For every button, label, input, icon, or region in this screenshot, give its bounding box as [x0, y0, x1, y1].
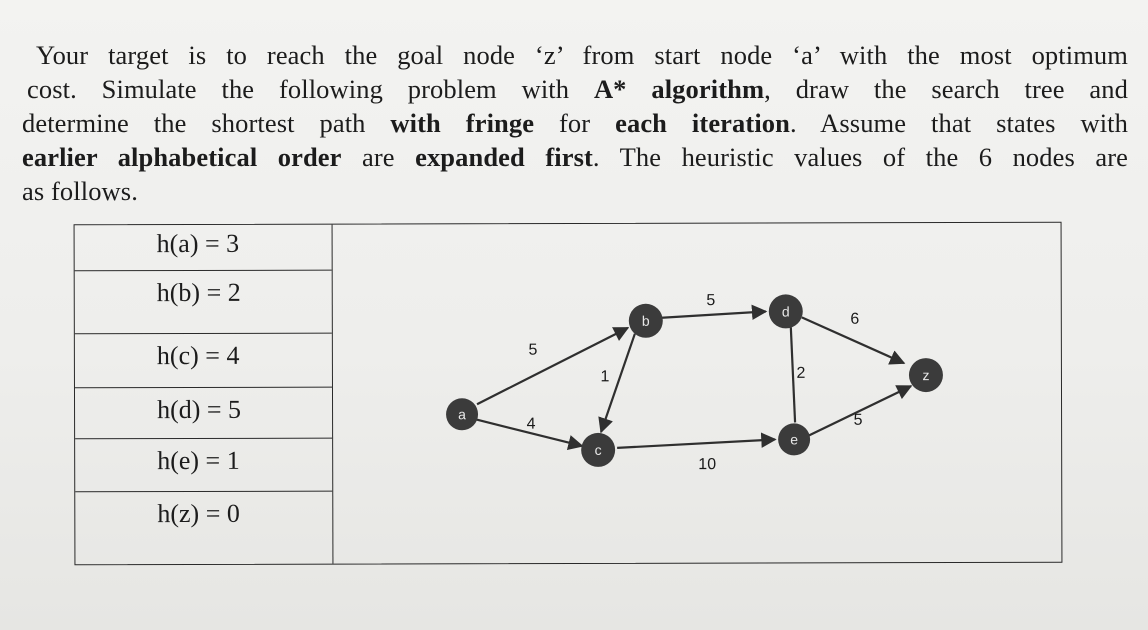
node-z: z [908, 358, 943, 393]
problem-figure-frame: h(a) = 3 h(b) = 2 h(c) = 4 h(d) = 5 h(e)… [73, 221, 1063, 566]
node-b: b [628, 303, 663, 338]
graph-nodes: a b c d e [446, 294, 943, 467]
edge-label-a-c: 4 [527, 416, 536, 433]
search-graph: 5 4 1 5 10 2 6 5 a b [446, 292, 943, 473]
edge-label-c-e: 10 [698, 456, 716, 473]
question-line-2: cost. Simulate the following problem wit… [27, 72, 1128, 106]
node-d: d [768, 294, 803, 329]
node-label-e: e [790, 431, 798, 447]
node-c: c [581, 432, 616, 467]
question-text-segment: , draw the search tree and [764, 74, 1128, 104]
node-label-b: b [642, 313, 650, 329]
edge-labels: 5 4 1 5 10 2 6 5 [527, 292, 863, 473]
edge-label-d-z: 6 [850, 311, 859, 328]
question-bold-segment: expanded first [415, 142, 593, 172]
node-a: a [446, 398, 479, 431]
edge-b-c [598, 333, 636, 434]
edge-label-b-d: 5 [706, 292, 715, 309]
question-text-segment: . Assume that states with [789, 108, 1128, 138]
question-bold-segment: with fringe [390, 108, 535, 138]
question-text-segment: cost. Simulate the following problem wit… [27, 74, 594, 104]
edge-label-a-b: 5 [528, 342, 537, 359]
edge-d-e [789, 327, 797, 423]
edge-b-d [661, 304, 768, 321]
question-text-segment: . The heuristic values of the 6 nodes ar… [592, 142, 1128, 172]
edge-label-b-c: 1 [600, 368, 609, 385]
question-line-4: earlier alphabetical order are expanded … [22, 140, 1128, 174]
edge-d-z [801, 316, 906, 365]
edge-e-z [808, 385, 913, 437]
edge-label-e-z: 5 [854, 412, 863, 429]
node-label-c: c [595, 442, 602, 458]
edge-c-e [617, 432, 777, 449]
question-bold-segment: A* algorithm [593, 74, 765, 104]
question-text-segment: determine the shortest path [22, 108, 391, 138]
edge-label-d-e: 2 [796, 365, 805, 382]
question-bold-segment: each iteration [615, 108, 790, 138]
edge-a-b [476, 326, 630, 406]
question-text: Your target is to reach the goal node ‘z… [22, 38, 1128, 208]
question-text-segment: Your target is to reach the goal node ‘z… [36, 40, 1128, 70]
node-label-a: a [458, 406, 466, 422]
edge-a-c [474, 418, 584, 451]
node-label-z: z [922, 367, 929, 383]
question-bold-segment: earlier alphabetical order [22, 142, 342, 172]
node-e: e [778, 423, 811, 456]
question-line-3: determine the shortest path with fringe … [22, 106, 1128, 140]
question-line-5: as follows. [22, 174, 1128, 208]
graph-edges [474, 304, 913, 451]
question-text-segment: as follows. [22, 176, 138, 206]
node-label-d: d [782, 303, 790, 319]
question-text-segment: are [341, 142, 416, 172]
question-line-1: Your target is to reach the goal node ‘z… [22, 38, 1128, 72]
question-text-segment: for [534, 108, 616, 138]
